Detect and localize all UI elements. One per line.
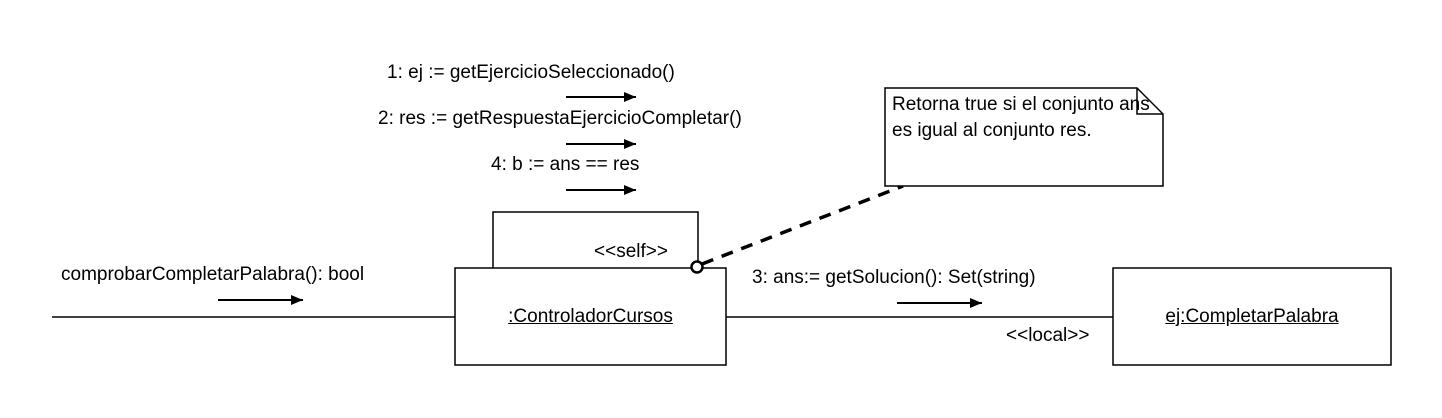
note-text: Retorna true si el conjunto ans es igual… [892, 94, 1150, 141]
target-object-box[interactable] [1112, 267, 1392, 366]
self-message-label-4: 4: b := ans == res [491, 154, 640, 175]
target-object-name[interactable]: ej:CompletarPalabra [1165, 306, 1339, 327]
note-anchor-line [701, 184, 904, 266]
association-stereotype: <<local>> [1006, 325, 1090, 346]
note-shape[interactable] [884, 87, 1164, 187]
controller-object-name[interactable]: :ControladorCursos [508, 306, 673, 327]
association-message-label: 3: ans:= getSolucion(): Set(string) [752, 267, 1036, 288]
self-message-label-1: 1: ej := getEjercicioSeleccionado() [387, 62, 675, 83]
note-anchor-dot [690, 260, 704, 274]
self-message-label-2: 2: res := getRespuestaEjercicioCompletar… [378, 108, 742, 129]
self-link-stereotype: <<self>> [594, 241, 668, 262]
entry-message-label: comprobarCompletarPalabra(): bool [61, 264, 365, 285]
controller-object-box[interactable] [454, 267, 727, 366]
self-link-loop [492, 211, 699, 268]
note-fold [1136, 88, 1163, 115]
